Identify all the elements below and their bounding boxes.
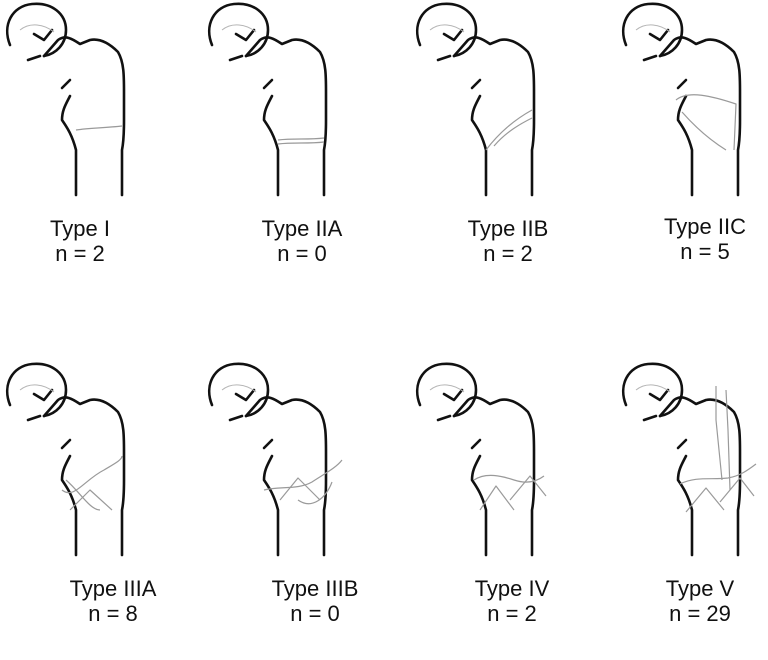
- lesser-trochanter-mark: [62, 80, 70, 88]
- caption-type-v: Type V n = 29: [640, 576, 760, 626]
- caption-type-iic: Type IIC n = 5: [645, 214, 765, 264]
- count-label: n = 2: [25, 241, 135, 266]
- femoral-head: [209, 364, 268, 416]
- medial-cortex: [472, 96, 486, 195]
- type-label: Type IIIB: [250, 576, 380, 601]
- femoral-head: [417, 4, 476, 56]
- femoral-head: [623, 364, 682, 416]
- trabecular-line: [222, 25, 256, 32]
- neck-mark: [644, 56, 656, 60]
- lesser-trochanter-mark: [678, 440, 686, 448]
- femoral-head: [623, 4, 682, 56]
- count-label: n = 8: [48, 601, 178, 626]
- neck-mark: [230, 56, 242, 60]
- neck-mark: [644, 416, 656, 420]
- femoral-head: [7, 364, 66, 416]
- fracture-line: [676, 95, 736, 150]
- lateral-cortex: [246, 397, 326, 555]
- head-rim: [650, 30, 668, 40]
- lateral-cortex: [660, 37, 740, 195]
- head-rim: [444, 30, 462, 40]
- fracture-line: [726, 390, 730, 490]
- type-label: Type IIB: [448, 216, 568, 241]
- femur-drawing-type-iiia: [0, 360, 140, 560]
- neck-mark: [438, 56, 450, 60]
- fracture-line: [682, 112, 726, 150]
- count-label: n = 5: [645, 239, 765, 264]
- fracture-line: [62, 456, 122, 493]
- neck-mark: [230, 416, 242, 420]
- fracture-line: [278, 142, 324, 144]
- lesser-trochanter-mark: [472, 440, 480, 448]
- type-label: Type IIIA: [48, 576, 178, 601]
- fracture-line: [720, 478, 754, 502]
- caption-type-iv: Type IV n = 2: [452, 576, 572, 626]
- trabecular-line: [636, 385, 670, 392]
- femoral-head: [209, 4, 268, 56]
- femoral-head: [7, 4, 66, 56]
- fracture-line: [486, 110, 532, 150]
- type-label: Type IIC: [645, 214, 765, 239]
- type-label: Type V: [640, 576, 760, 601]
- medial-cortex: [678, 96, 692, 195]
- medial-cortex: [472, 456, 486, 555]
- count-label: n = 0: [250, 601, 380, 626]
- fracture-line: [76, 126, 122, 130]
- lateral-cortex: [44, 37, 124, 195]
- medial-cortex: [264, 96, 278, 195]
- caption-type-i: Type I n = 2: [25, 216, 135, 266]
- medial-cortex: [678, 456, 692, 555]
- lateral-cortex: [246, 37, 326, 195]
- count-label: n = 29: [640, 601, 760, 626]
- caption-type-iia: Type IIA n = 0: [242, 216, 362, 266]
- trabecular-line: [636, 25, 670, 32]
- head-rim: [236, 390, 254, 400]
- head-rim: [236, 30, 254, 40]
- lesser-trochanter-mark: [264, 80, 272, 88]
- neck-mark: [28, 56, 40, 60]
- caption-type-iib: Type IIB n = 2: [448, 216, 568, 266]
- type-label: Type IV: [452, 576, 572, 601]
- femur-drawing-type-iv: [410, 360, 550, 560]
- caption-type-iiib: Type IIIB n = 0: [250, 576, 380, 626]
- lesser-trochanter-mark: [62, 440, 70, 448]
- fracture-line: [680, 464, 756, 484]
- femur-drawing-type-v: [616, 360, 756, 560]
- count-label: n = 0: [242, 241, 362, 266]
- count-label: n = 2: [448, 241, 568, 266]
- femur-drawing-type-iia: [202, 0, 342, 200]
- medial-cortex: [264, 456, 278, 555]
- trabecular-line: [20, 25, 54, 32]
- caption-type-iiia: Type IIIA n = 8: [48, 576, 178, 626]
- head-rim: [34, 30, 52, 40]
- neck-mark: [438, 416, 450, 420]
- count-label: n = 2: [452, 601, 572, 626]
- trabecular-line: [222, 385, 256, 392]
- femur-drawing-type-iib: [410, 0, 550, 200]
- trabecular-line: [430, 25, 464, 32]
- lesser-trochanter-mark: [472, 80, 480, 88]
- type-label: Type IIA: [242, 216, 362, 241]
- femur-drawing-type-i: [0, 0, 140, 200]
- head-rim: [34, 390, 52, 400]
- type-label: Type I: [25, 216, 135, 241]
- medial-cortex: [62, 96, 76, 195]
- lesser-trochanter-mark: [678, 80, 686, 88]
- trabecular-line: [430, 385, 464, 392]
- head-rim: [650, 390, 668, 400]
- femur-drawing-type-iic: [616, 0, 756, 200]
- neck-mark: [28, 416, 40, 420]
- femur-drawing-type-iiib: [202, 360, 342, 560]
- lesser-trochanter-mark: [264, 440, 272, 448]
- head-rim: [444, 390, 462, 400]
- lateral-cortex: [44, 397, 124, 555]
- trabecular-line: [20, 385, 54, 392]
- fracture-line: [278, 138, 324, 140]
- fracture-line: [510, 476, 546, 500]
- femoral-head: [417, 364, 476, 416]
